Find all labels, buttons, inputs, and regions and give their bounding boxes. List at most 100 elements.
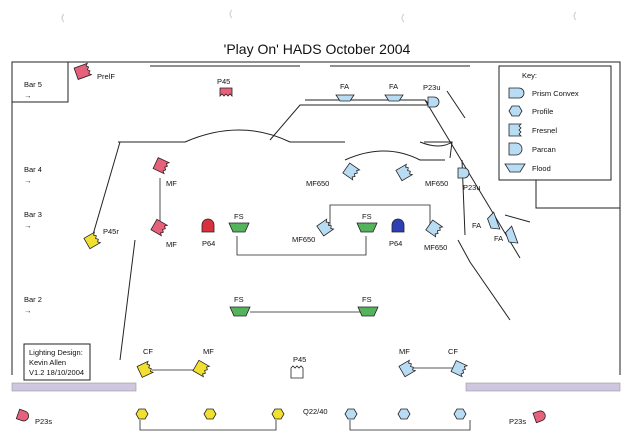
plan-title: 'Play On' HADS October 2004 <box>224 41 411 57</box>
label-p23u-2: P23u <box>463 183 481 192</box>
label-cf-right: CF <box>448 347 458 356</box>
fa-flood-icon-side-2 <box>505 225 519 244</box>
label-fs-bar2-left: FS <box>234 295 244 304</box>
bar5-box <box>11 61 69 103</box>
label-p64-left: P64 <box>202 239 215 248</box>
theatre-wall <box>12 61 621 375</box>
fs-flood-icon-bar2-left <box>229 306 251 317</box>
label-fs-bar2-right: FS <box>362 295 372 304</box>
key-item-profile: Profile <box>532 107 553 116</box>
label-p45r: P45r <box>103 227 119 236</box>
key-item-prism-convex: Prism Convex <box>532 89 579 98</box>
label-q22: Q22/40 <box>303 407 328 416</box>
foh-profile-icon-blue-2 <box>397 408 411 420</box>
foh-profile-icon-yellow-1 <box>135 408 149 420</box>
fa-flood-icon-2 <box>384 94 404 102</box>
set-wall-left <box>91 141 121 239</box>
fs-flood-icon-bar3-right <box>356 222 378 233</box>
p23u-prism-icon-2 <box>457 167 470 179</box>
mf650-fresnel-icon-bar4-right <box>395 163 414 182</box>
label-p23s-right: P23s <box>509 417 526 426</box>
label-prelf: PrelF <box>97 72 115 81</box>
p45-fresnel-icon-bottom <box>290 365 304 379</box>
label-p64-right: P64 <box>389 239 402 248</box>
foh-profile-icon-blue-1 <box>344 408 358 420</box>
p23u-prism-icon-1 <box>427 96 440 108</box>
bar4-ceiling-left <box>118 129 345 143</box>
label-p23u-1: P23u <box>423 83 441 92</box>
label-mf-bar4: MF <box>166 179 177 188</box>
label-mf650-bar4-right: MF650 <box>425 179 448 188</box>
right-wing-wall <box>535 180 620 209</box>
fresnel-icon <box>508 123 522 137</box>
foh-bar-left <box>139 420 277 431</box>
label-mf650-bar3-right: MF650 <box>424 243 447 252</box>
p23s-prism-icon-right <box>532 410 546 424</box>
key-box <box>498 65 612 181</box>
credits-line-3: V1.2 18/10/2004 <box>29 368 84 377</box>
label-mf650-bar4-left: MF650 <box>306 179 329 188</box>
label-p45-bottom: P45 <box>293 355 306 364</box>
credits-box <box>23 343 91 381</box>
fs-flood-icon-bar2-right <box>357 306 379 317</box>
label-fs-bar3-right: FS <box>362 212 372 221</box>
punch-mark <box>229 9 233 19</box>
bar4-arrow: → <box>24 176 32 185</box>
fs-flood-icon-bar3-left <box>228 222 250 233</box>
right-wing-wall-lower <box>457 239 511 321</box>
cf-fresnel-icon-left <box>136 360 155 378</box>
label-fa-side-1: FA <box>472 221 481 230</box>
p23s-prism-icon-left <box>15 408 29 422</box>
left-wing-wall <box>119 239 136 361</box>
p64-parcan-icon-right <box>391 218 405 233</box>
mf650-fresnel-icon-bar3-right <box>425 219 444 238</box>
p45r-fresnel-icon <box>83 231 102 250</box>
bar3-arrow: → <box>24 221 32 230</box>
profile-icon <box>508 105 523 117</box>
mf-fresnel-icon-front-left <box>192 359 211 378</box>
bar2-arrow: → <box>24 306 32 315</box>
punch-mark <box>401 13 405 23</box>
bar5-label: Bar 5 <box>24 80 42 89</box>
key-item-fresnel: Fresnel <box>532 126 557 135</box>
bar2-label: Bar 2 <box>24 295 42 304</box>
fa-flood-icon-side-1 <box>487 211 501 230</box>
foh-profile-icon-yellow-2 <box>203 408 217 420</box>
label-mf650-bar3-left: MF650 <box>292 235 315 244</box>
label-mf-front-right: MF <box>399 347 410 356</box>
label-cf-left: CF <box>143 347 153 356</box>
label-p23s-left: P23s <box>35 417 52 426</box>
key-item-flood: Flood <box>532 164 551 173</box>
mf650-fresnel-icon-bar3-left <box>316 218 335 237</box>
foh-profile-icon-blue-3 <box>453 408 467 420</box>
foh-bar-right <box>349 420 471 431</box>
key-item-parcan: Parcan <box>532 145 556 154</box>
label-fa-1: FA <box>340 82 349 91</box>
credits-line-2: Kevin Allen <box>29 358 66 367</box>
mf-fresnel-icon-bar4 <box>152 157 171 175</box>
prism-convex-icon <box>508 87 525 99</box>
prelf-fresnel-icon <box>73 62 93 80</box>
stage-edge-left <box>11 382 137 392</box>
label-fs-bar3-left: FS <box>234 212 244 221</box>
mf-fresnel-icon-bar3 <box>150 218 169 237</box>
bar5-arrow: → <box>24 91 32 100</box>
label-fa-side-2: FA <box>494 234 503 243</box>
bar4-ceiling-right <box>344 150 445 161</box>
flood-icon <box>504 163 526 173</box>
p45-fresnel-icon <box>219 87 233 97</box>
credits-line-1: Lighting Design: <box>29 348 83 357</box>
punch-mark <box>573 11 577 21</box>
bar3-label: Bar 3 <box>24 210 42 219</box>
upper-platform <box>269 99 432 141</box>
cf-fresnel-icon-right <box>450 360 469 378</box>
mf650-fresnel-icon-bar4-left <box>342 162 361 181</box>
label-p45-top: P45 <box>217 77 230 86</box>
upper-platform-diagonal <box>424 99 521 259</box>
right-fa-bar <box>504 214 531 223</box>
key-title: Key: <box>522 71 537 80</box>
label-mf-front-left: MF <box>203 347 214 356</box>
label-mf-bar3: MF <box>166 240 177 249</box>
fa-flood-icon-1 <box>335 94 355 102</box>
